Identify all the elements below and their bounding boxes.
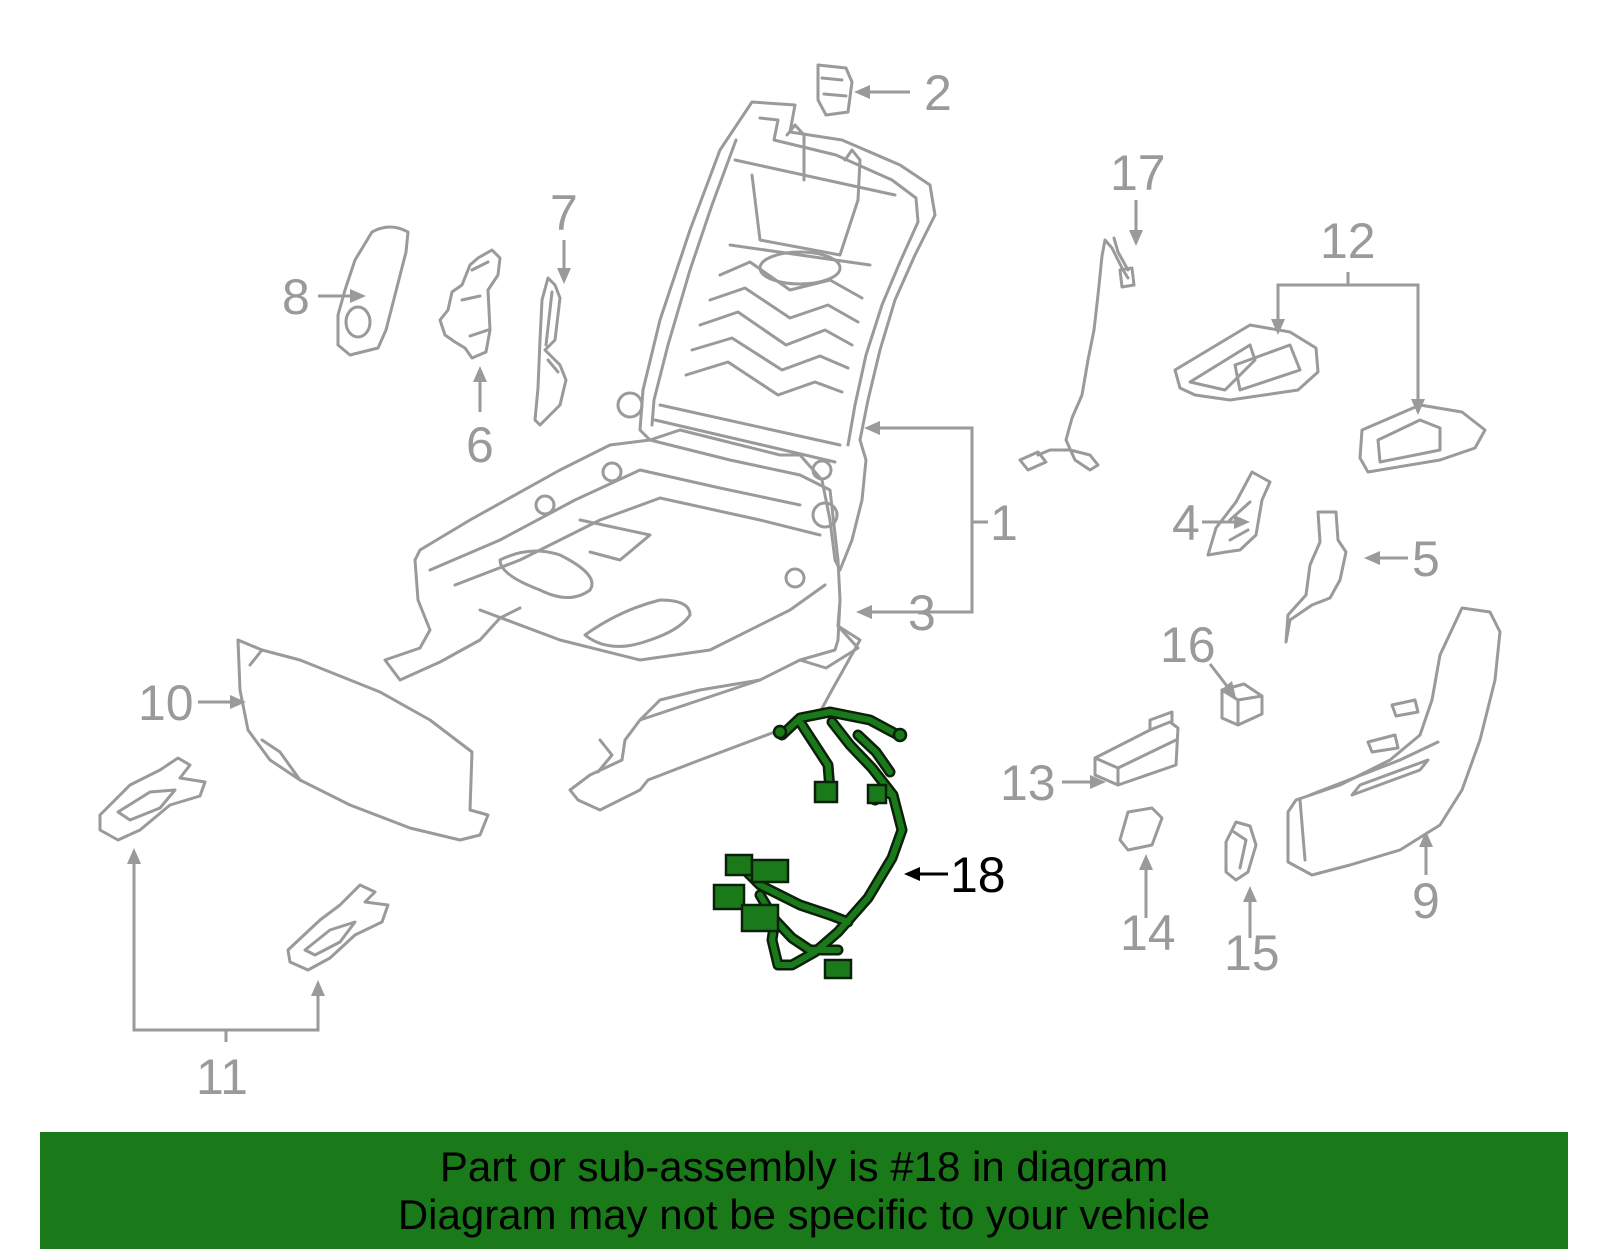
callout-8: 8 bbox=[282, 269, 310, 325]
callout-7: 7 bbox=[550, 185, 578, 241]
callout-11: 11 bbox=[196, 1049, 248, 1105]
knob-part-15 bbox=[1224, 820, 1258, 882]
callout-15: 15 bbox=[1224, 925, 1280, 981]
front-trim-part-10 bbox=[236, 638, 490, 842]
callout-5: 5 bbox=[1412, 531, 1440, 587]
bracket-part-5 bbox=[1284, 510, 1348, 644]
callout-18: 18 bbox=[950, 847, 1006, 903]
track-cover-part-11b bbox=[286, 883, 390, 972]
cover-upper-part-12b bbox=[1358, 403, 1487, 474]
callout-17: 17 bbox=[1110, 145, 1166, 201]
cover-upper-part-12a bbox=[1173, 323, 1320, 402]
headrest-guide-part-2 bbox=[816, 63, 854, 117]
track-cover-part-11a bbox=[98, 756, 207, 842]
callout-1: 1 bbox=[990, 495, 1018, 551]
bracket-part-6 bbox=[438, 248, 502, 360]
knob-part-14 bbox=[1118, 806, 1164, 852]
banner-line-2: Diagram may not be specific to your vehi… bbox=[397, 1190, 1211, 1238]
callout-4: 4 bbox=[1172, 495, 1200, 551]
callout-2: 2 bbox=[924, 65, 952, 121]
callout-12: 12 bbox=[1320, 213, 1376, 269]
side-shield-part-7 bbox=[533, 276, 568, 427]
cable-part-17 bbox=[1018, 236, 1136, 472]
seat-frame-part-1 bbox=[383, 100, 937, 812]
callout-16: 16 bbox=[1160, 617, 1216, 673]
leader-lines bbox=[127, 85, 1433, 1042]
callout-6: 6 bbox=[466, 417, 494, 473]
callout-13: 13 bbox=[1000, 755, 1056, 811]
callout-10: 10 bbox=[138, 675, 194, 731]
side-cover-part-8 bbox=[336, 225, 410, 357]
callout-14: 14 bbox=[1120, 905, 1176, 961]
info-banner: Part or sub-assembly is #18 in diagram D… bbox=[40, 1132, 1568, 1249]
wiring-harness-part-18 bbox=[712, 706, 908, 980]
bracket-part-4 bbox=[1206, 470, 1272, 557]
banner-line-1: Part or sub-assembly is #18 in diagram bbox=[439, 1142, 1169, 1190]
callout-labels: 2 1 3 8 6 7 17 12 4 5 16 13 14 15 9 10 1… bbox=[138, 65, 1440, 1105]
cover-part-13 bbox=[1093, 710, 1180, 787]
callout-3: 3 bbox=[908, 585, 936, 641]
callout-9: 9 bbox=[1412, 873, 1440, 929]
side-shield-part-9 bbox=[1286, 606, 1502, 877]
